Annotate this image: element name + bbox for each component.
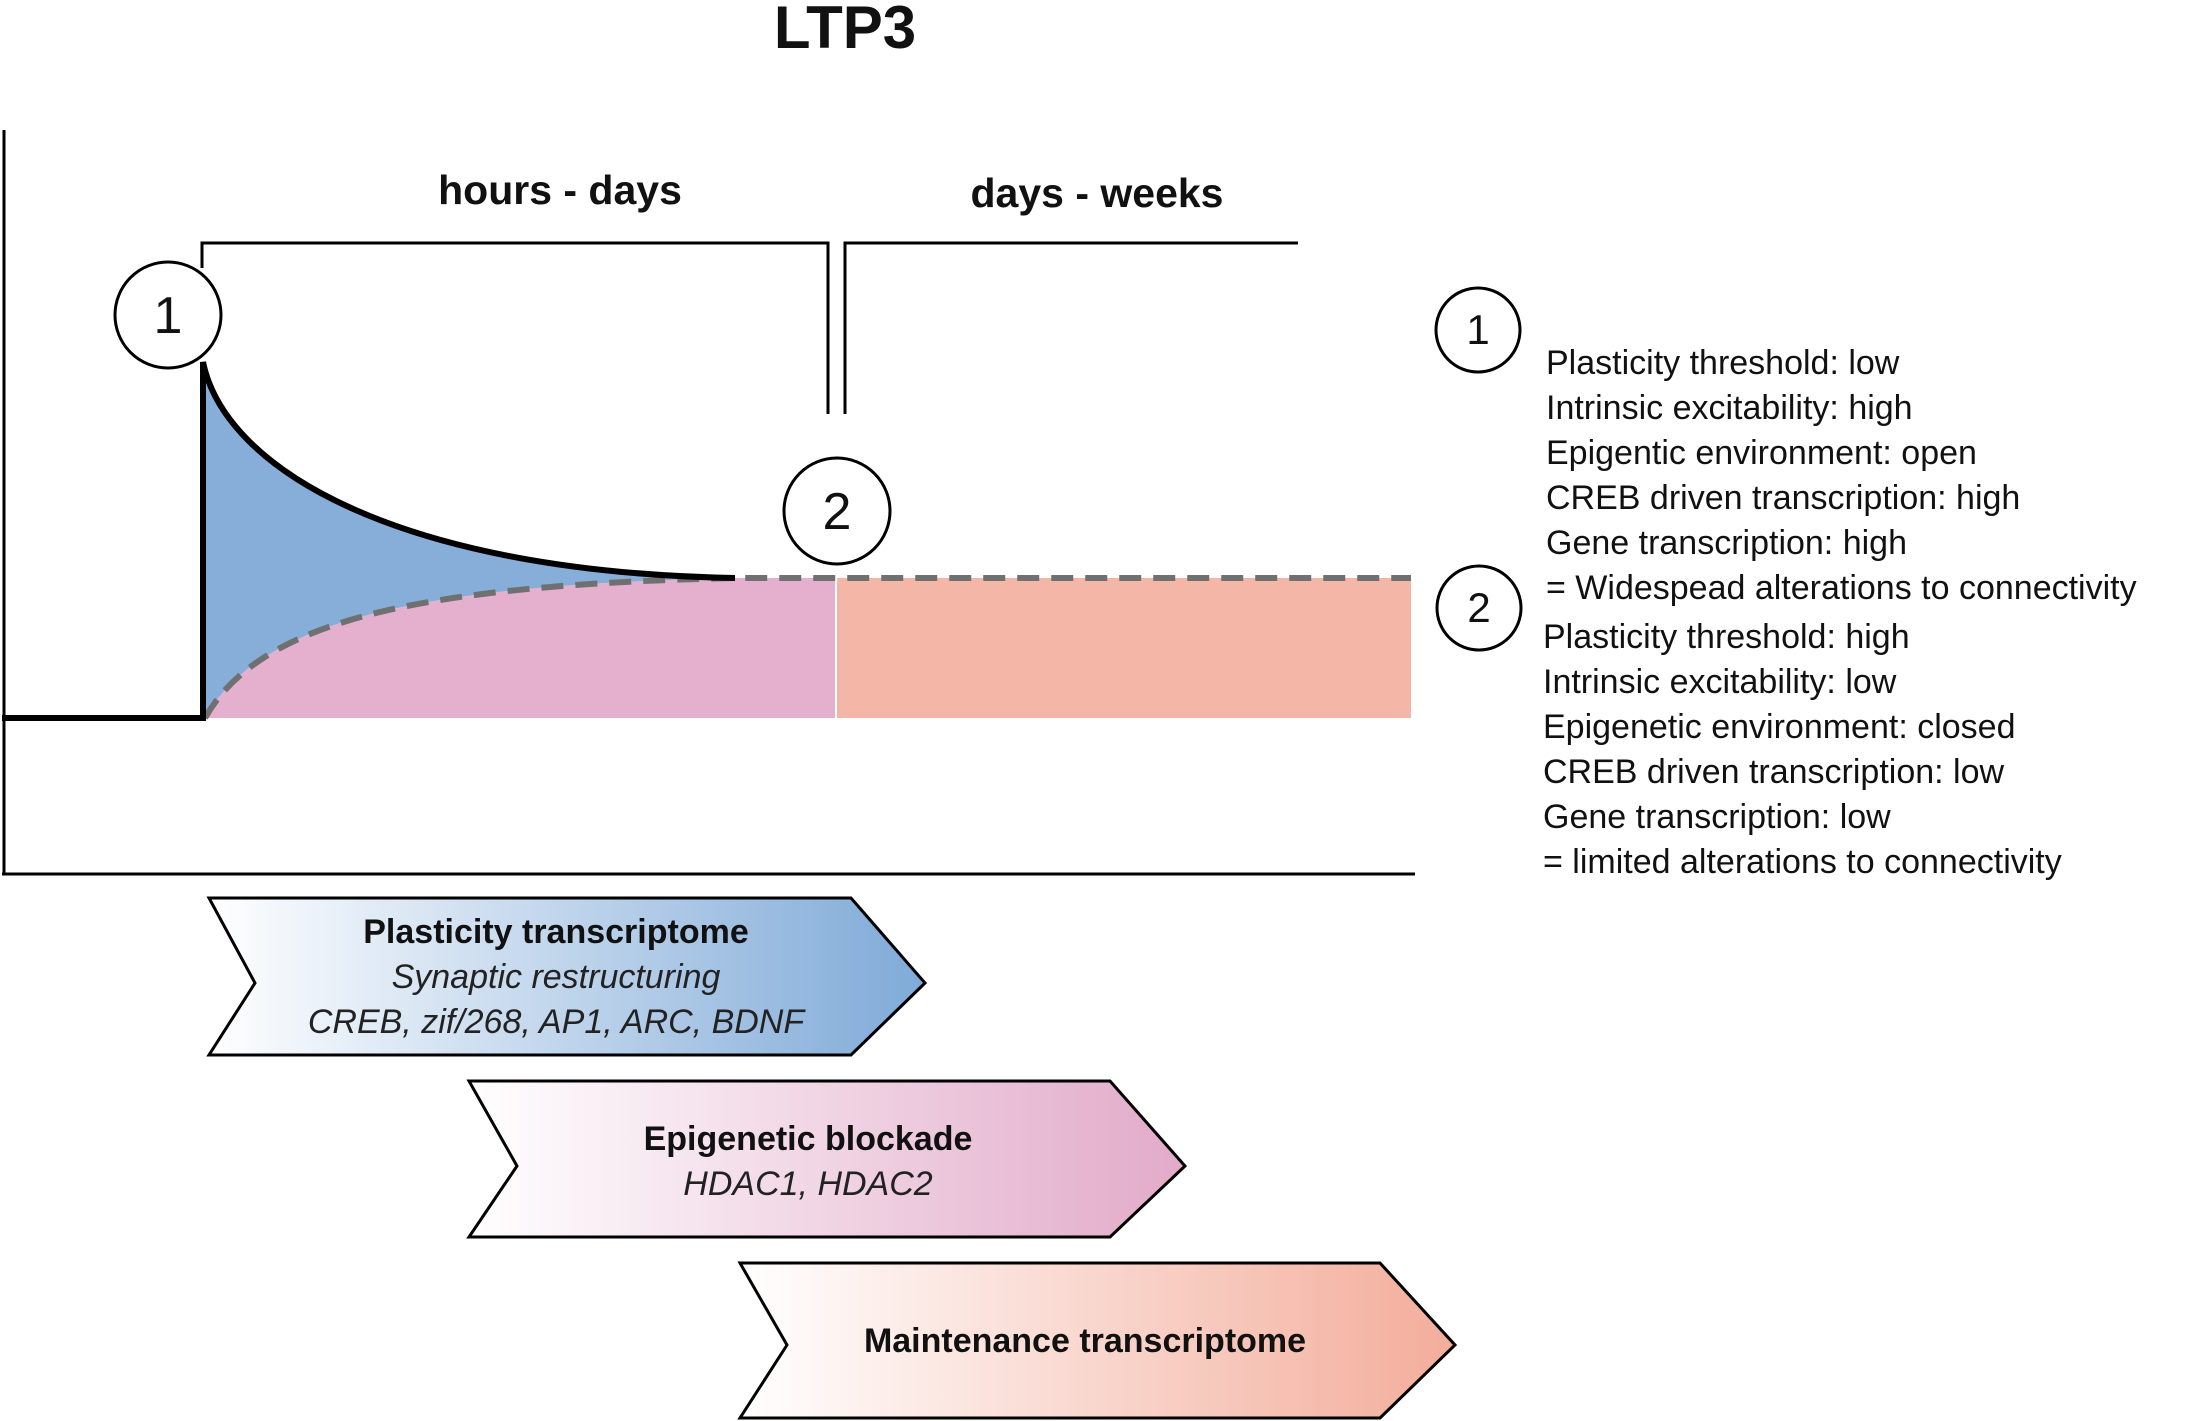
arrow-epigenetic-blockade: Epigenetic blockade HDAC1, HDAC2 (466, 1079, 1188, 1239)
plasticity-genes: CREB, zif/268, AP1, ARC, BDNF (308, 1003, 807, 1041)
marker-1: 1 (113, 260, 223, 370)
legend-2-line: = limited alterations to connectivity (1543, 843, 2062, 881)
legend-1-line: Plasticity threshold: low (1546, 344, 1900, 382)
phase-label-days-weeks: days - weeks (971, 170, 1224, 216)
legend-1-number: 1 (1466, 306, 1489, 353)
marker-1-label: 1 (154, 287, 183, 345)
legend-1-line: Gene transcription: high (1546, 524, 1907, 562)
legend-1-circle (1434, 286, 1522, 374)
bracket-days-weeks (843, 241, 1298, 414)
epigenetic-phase-area (205, 578, 835, 718)
plasticity-phase-area (203, 362, 735, 718)
legend-1-line: CREB driven transcription: high (1546, 479, 2020, 517)
epigenetic-title: Epigenetic blockade (644, 1120, 973, 1158)
legend-1-line: Epigentic environment: open (1546, 434, 1977, 472)
marker-2-label: 2 (823, 483, 852, 541)
maintenance-phase-area (837, 578, 1411, 718)
legend-state-1: 1 Plasticity threshold: low Intrinsic ex… (1434, 286, 2137, 607)
legend-2-number: 2 (1467, 584, 1490, 631)
legend-2-line: Intrinsic excitability: low (1543, 663, 1897, 701)
plasticity-title: Plasticity transcriptome (363, 913, 748, 951)
epigenetic-dashed-curve (202, 575, 1411, 720)
legend-2-line: CREB driven transcription: low (1543, 753, 2005, 791)
arrow-plasticity-transcriptome: Plasticity transcriptome Synaptic restru… (206, 896, 928, 1057)
legend-state-2: 2 Plasticity threshold: high Intrinsic e… (1435, 564, 2062, 881)
arrow-maintenance-transcriptome: Maintenance transcriptome (737, 1261, 1458, 1420)
plasticity-subtitle: Synaptic restructuring (392, 958, 721, 996)
bracket-hours-days (200, 241, 830, 414)
legend-1-line: = Widespead alterations to connectivity (1546, 569, 2137, 607)
legend-1-line: Intrinsic excitability: high (1546, 389, 1913, 427)
ltp-response-curve (2, 361, 736, 721)
marker-2: 2 (782, 456, 892, 566)
epigenetic-genes: HDAC1, HDAC2 (683, 1165, 932, 1203)
legend-2-line: Epigenetic environment: closed (1543, 708, 2016, 746)
maintenance-title: Maintenance transcriptome (864, 1322, 1306, 1360)
phase-label-hours-days: hours - days (438, 167, 682, 213)
legend-2-circle (1435, 564, 1523, 652)
legend-2-line: Plasticity threshold: high (1543, 618, 1910, 656)
legend-2-line: Gene transcription: low (1543, 798, 1891, 836)
diagram-title: LTP3 (774, 0, 916, 61)
